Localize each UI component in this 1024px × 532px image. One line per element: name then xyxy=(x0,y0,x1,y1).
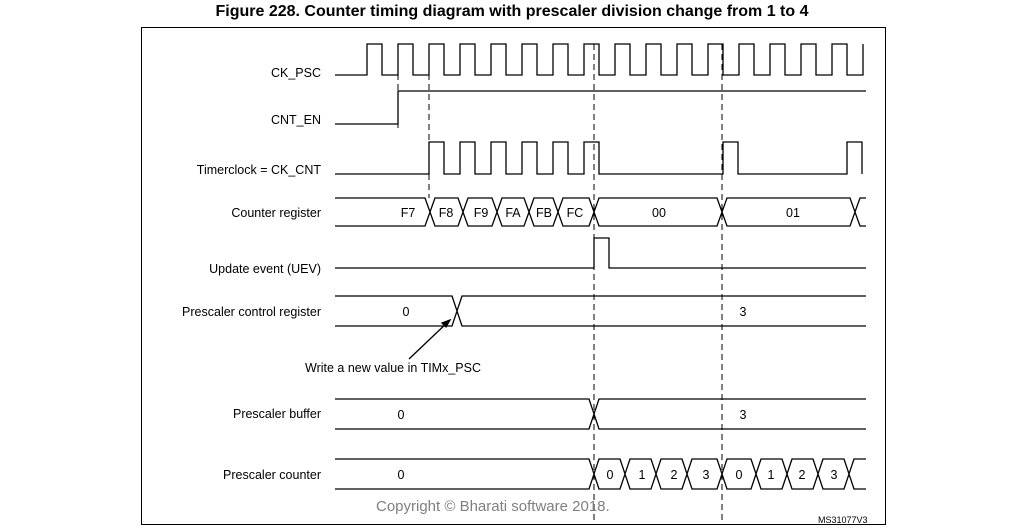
cnt-en-label: CNT_EN xyxy=(271,113,321,127)
annotation-text: Write a new value in TIMx_PSC xyxy=(305,361,481,375)
prescaler-control-value: 0 xyxy=(403,305,410,319)
counter-value: F9 xyxy=(474,206,489,220)
figure-title: Figure 228. Counter timing diagram with … xyxy=(215,3,809,20)
counter-register-label: Counter register xyxy=(231,206,321,220)
copyright-notice: Copyright © Bharati software 2018. xyxy=(376,498,610,515)
prescaler-buffer-label: Prescaler buffer xyxy=(233,407,321,421)
prescaler-buffer-value: 0 xyxy=(398,408,405,422)
prescaler-counter-value: 2 xyxy=(671,468,678,482)
annotation-arrow xyxy=(408,319,451,360)
prescaler-counter-bus xyxy=(335,458,866,490)
counter-register-bus xyxy=(335,197,866,227)
prescaler-control-bus xyxy=(335,295,866,327)
prescaler-control-label: Prescaler control register xyxy=(182,305,321,319)
counter-value: 01 xyxy=(786,206,800,220)
counter-value: F8 xyxy=(439,206,454,220)
prescaler-counter-value: 2 xyxy=(799,468,806,482)
prescaler-counter-value: 1 xyxy=(639,468,646,482)
prescaler-buffer-value: 3 xyxy=(740,408,747,422)
ck-psc-waveform xyxy=(335,43,864,76)
prescaler-counter-value: 0 xyxy=(736,468,743,482)
ck-psc-label: CK_PSC xyxy=(271,66,321,80)
prescaler-buffer-bus xyxy=(335,398,866,430)
diagram-frame xyxy=(141,27,886,525)
prescaler-control-value: 3 xyxy=(740,305,747,319)
counter-value: FC xyxy=(567,206,584,220)
update-event-label: Update event (UEV) xyxy=(209,262,321,276)
cnt-en-waveform xyxy=(335,90,866,125)
annotation-arrowhead xyxy=(440,318,452,329)
figure-code: MS31077V3 xyxy=(818,515,868,525)
prescaler-counter-label: Prescaler counter xyxy=(223,468,321,482)
update-event-waveform xyxy=(335,237,866,269)
prescaler-counter-value: 3 xyxy=(703,468,710,482)
timerclock-waveform xyxy=(335,141,863,175)
counter-value: FA xyxy=(505,206,521,220)
prescaler-counter-value: 3 xyxy=(831,468,838,482)
prescaler-counter-value: 0 xyxy=(398,468,405,482)
counter-value: F7 xyxy=(401,206,416,220)
prescaler-counter-value: 1 xyxy=(768,468,775,482)
prescaler-counter-value: 0 xyxy=(607,468,614,482)
timerclock-label: Timerclock = CK_CNT xyxy=(197,163,322,177)
counter-value: FB xyxy=(536,206,552,220)
counter-value: 00 xyxy=(652,206,666,220)
